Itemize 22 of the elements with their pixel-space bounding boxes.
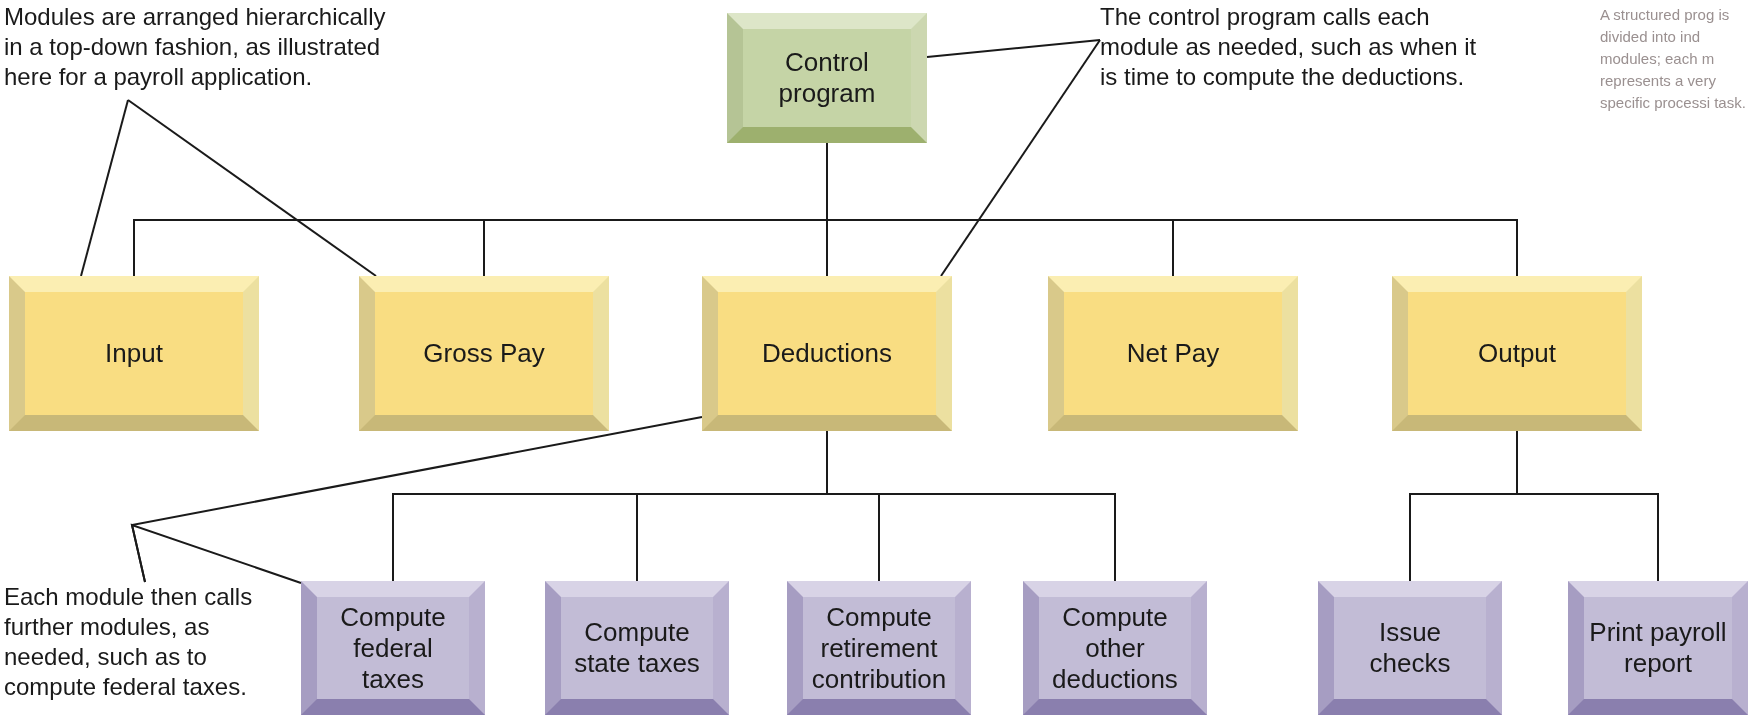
leader-line bbox=[130, 523, 302, 584]
module-box: Output bbox=[1392, 276, 1642, 431]
module-box: Print payroll report bbox=[1568, 581, 1748, 715]
module-box: Control program bbox=[727, 13, 927, 143]
leader-line bbox=[940, 39, 1101, 277]
module-box: Deductions bbox=[702, 276, 952, 431]
module-box: Compute state taxes bbox=[545, 581, 729, 715]
module-box: Compute other deductions bbox=[1023, 581, 1207, 715]
module-box: Net Pay bbox=[1048, 276, 1298, 431]
module-box: Input bbox=[9, 276, 259, 431]
callout-text: Each module then calls further modules, as needed, such as to compute federal taxes. bbox=[4, 582, 274, 718]
module-box: Issue checks bbox=[1318, 581, 1502, 715]
callout-text: The control program calls each module as needed, such as when it is time to compute the deductions. bbox=[1100, 2, 1500, 100]
module-box: Compute retirement contribution bbox=[787, 581, 971, 715]
note-text: A structured prog is divided into ind modules; each m represents a very specific processi task. bbox=[1600, 5, 1747, 113]
leader-line bbox=[926, 39, 1101, 58]
leader-line bbox=[127, 99, 377, 277]
callout-text: Modules are arranged hierarchically in a top-down fashion, as illustrated here for a payroll application. bbox=[4, 2, 404, 100]
connector-line bbox=[1516, 430, 1659, 582]
module-box: Compute federal taxes bbox=[301, 581, 485, 715]
leader-line bbox=[80, 99, 129, 277]
module-box: Gross Pay bbox=[359, 276, 609, 431]
